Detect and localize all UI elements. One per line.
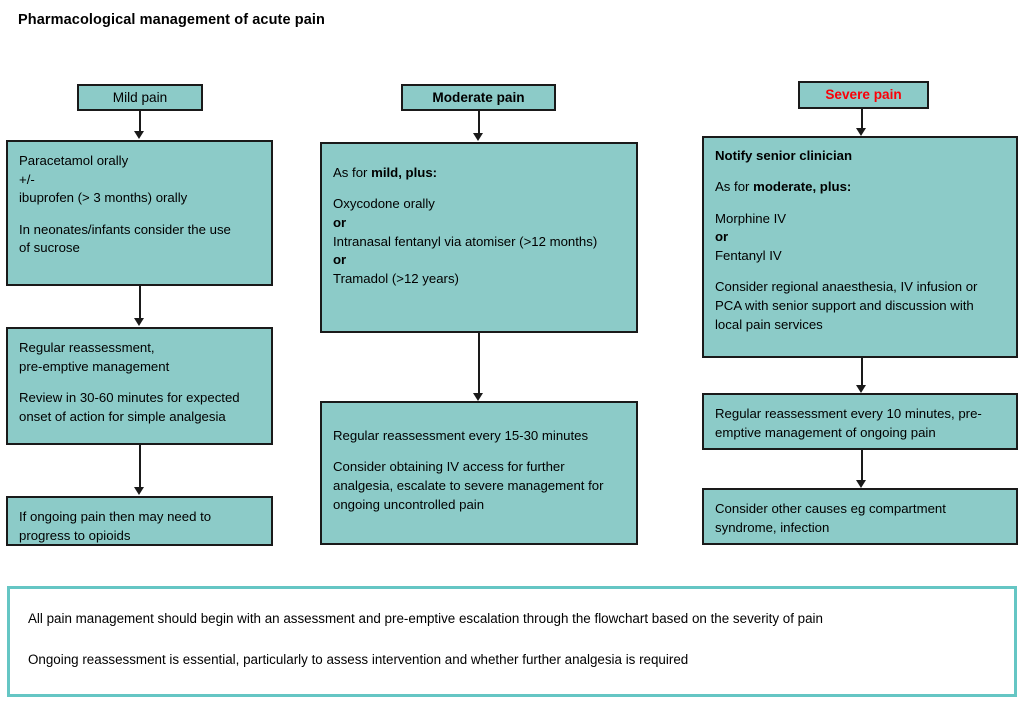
moderate-reassessment-line-4: ongoing uncontrolled pain bbox=[333, 496, 485, 512]
mild-reassessment-line-2: pre-emptive management bbox=[19, 358, 170, 374]
footer-note-2: Ongoing reassessment is essential, parti… bbox=[28, 652, 689, 668]
moderate-drug-tramadol: Tramadol (>12 years) bbox=[333, 271, 459, 287]
severe-or-1: or bbox=[715, 229, 729, 245]
moderate-or-1: or bbox=[333, 215, 347, 230]
severe-treatment-box[interactable]: Notify senior clinician As for moderate,… bbox=[702, 136, 1018, 358]
moderate-reassessment-box[interactable]: Regular reassessment every 15-30 minutes… bbox=[320, 401, 638, 545]
mild-spacer-1 bbox=[19, 208, 260, 221]
moderate-pain-header-label: Moderate pain bbox=[432, 89, 525, 105]
page-title: Pharmacological management of acute pain bbox=[18, 12, 325, 28]
moderate-pain-header-box[interactable]: Moderate pain bbox=[401, 84, 556, 111]
mild-opioid-box[interactable]: If ongoing pain then may need to progres… bbox=[6, 496, 273, 546]
footer-note-1: All pain management should begin with an… bbox=[28, 611, 823, 626]
severe-reassessment-line-1: Regular reassessment every 10 minutes, p… bbox=[715, 406, 982, 421]
moderate-intro-bold: mild, plus: bbox=[371, 165, 438, 180]
moderate-drug-fentanyl: Intranasal fentanyl via atomiser (>12 mo… bbox=[333, 233, 598, 249]
mild-reassessment-box[interactable]: Regular reassessment, pre-emptive manage… bbox=[6, 327, 273, 445]
severe-spacer-2 bbox=[715, 197, 1005, 210]
moderate-arrow-box1-to-box2 bbox=[473, 393, 483, 401]
severe-spacer-1 bbox=[715, 166, 1005, 179]
moderate-reassessment-line-2: Consider obtaining IV access for further bbox=[333, 459, 565, 475]
severe-consider-line-3: local pain services bbox=[715, 316, 823, 332]
mild-opioid-line-1: If ongoing pain then may need to bbox=[19, 509, 212, 524]
mild-line-ibuprofen: ibuprofen (> 3 months) orally bbox=[19, 190, 188, 206]
mild-connector-box2-to-box3 bbox=[139, 445, 141, 489]
moderate-drug-oxycodone: Oxycodone orally bbox=[333, 196, 435, 212]
severe-pain-header-label: Severe pain bbox=[825, 87, 902, 103]
moderate-reassessment-line-3: analgesia, escalate to severe management… bbox=[333, 478, 604, 493]
severe-arrow-box2-to-box3 bbox=[856, 480, 866, 488]
severe-drug-morphine: Morphine IV bbox=[715, 210, 787, 226]
moderate-intro-prefix: As for bbox=[333, 165, 372, 180]
severe-other-causes-line-1: Consider other causes eg compartment bbox=[715, 501, 946, 516]
moderate-spacer-1 bbox=[333, 183, 625, 196]
moderate-arrow-header-to-box1 bbox=[473, 133, 483, 141]
moderate-treatment-box[interactable]: As for mild, plus: Oxycodone orally or I… bbox=[320, 142, 638, 333]
severe-other-causes-line-2: syndrome, infection bbox=[715, 519, 830, 535]
mild-treatment-box[interactable]: Paracetamol orally +/- ibuprofen (> 3 mo… bbox=[6, 140, 273, 286]
severe-reassessment-box[interactable]: Regular reassessment every 10 minutes, p… bbox=[702, 393, 1018, 450]
severe-connector-box1-to-box2 bbox=[861, 358, 863, 387]
footer-notes-box: All pain management should begin with an… bbox=[7, 586, 1017, 697]
severe-arrow-box1-to-box2 bbox=[856, 385, 866, 393]
moderate-intro-line: As for mild, plus: bbox=[333, 164, 625, 183]
severe-pain-header-box[interactable]: Severe pain bbox=[798, 81, 929, 109]
moderate-connector-header-to-box1 bbox=[478, 111, 480, 135]
moderate-connector-box1-to-box2 bbox=[478, 333, 480, 395]
severe-arrow-header-to-box1 bbox=[856, 128, 866, 136]
severe-spacer-3 bbox=[715, 266, 1005, 279]
severe-intro-bold: moderate, plus: bbox=[753, 179, 852, 195]
mild-line-neonates-2: of sucrose bbox=[19, 240, 80, 256]
mild-reassessment-line-3: Review in 30-60 minutes for expected bbox=[19, 390, 240, 405]
mild-pain-header-label: Mild pain bbox=[112, 89, 168, 105]
mild-arrow-box2-to-box3 bbox=[134, 487, 144, 495]
mild-arrow-box1-to-box2 bbox=[134, 318, 144, 326]
severe-notify-line: Notify senior clinician bbox=[715, 148, 853, 163]
severe-connector-box2-to-box3 bbox=[861, 450, 863, 482]
severe-other-causes-box[interactable]: Consider other causes eg compartment syn… bbox=[702, 488, 1018, 545]
severe-reassessment-line-2: emptive management of ongoing pain bbox=[715, 424, 936, 440]
mild-arrow-header-to-box1 bbox=[134, 131, 144, 139]
severe-intro-prefix: As for bbox=[715, 179, 754, 195]
severe-intro-line: As for moderate, plus: bbox=[715, 178, 1005, 197]
moderate-reassessment-line-1: Regular reassessment every 15-30 minutes bbox=[333, 428, 589, 443]
mild-spacer-2 bbox=[19, 376, 260, 389]
mild-line-paracetamol: Paracetamol orally bbox=[19, 153, 129, 168]
mild-line-neonates-1: In neonates/infants consider the use bbox=[19, 221, 231, 237]
severe-consider-line-1: Consider regional anaesthesia, IV infusi… bbox=[715, 279, 978, 295]
mild-connector-header-to-box1 bbox=[139, 111, 141, 133]
severe-consider-line-2: PCA with senior support and discussion w… bbox=[715, 298, 974, 313]
mild-pain-header-box[interactable]: Mild pain bbox=[77, 84, 203, 111]
mild-line-plusminus: +/- bbox=[19, 171, 35, 187]
mild-reassessment-line-4: onset of action for simple analgesia bbox=[19, 408, 226, 424]
mild-reassessment-line-1: Regular reassessment, bbox=[19, 340, 155, 355]
mild-opioid-line-2: progress to opioids bbox=[19, 527, 131, 543]
severe-connector-header-to-box1 bbox=[861, 109, 863, 130]
severe-drug-fentanyl: Fentanyl IV bbox=[715, 248, 782, 263]
moderate-spacer-2 bbox=[333, 446, 625, 459]
mild-connector-box1-to-box2 bbox=[139, 286, 141, 320]
moderate-or-2: or bbox=[333, 252, 347, 268]
